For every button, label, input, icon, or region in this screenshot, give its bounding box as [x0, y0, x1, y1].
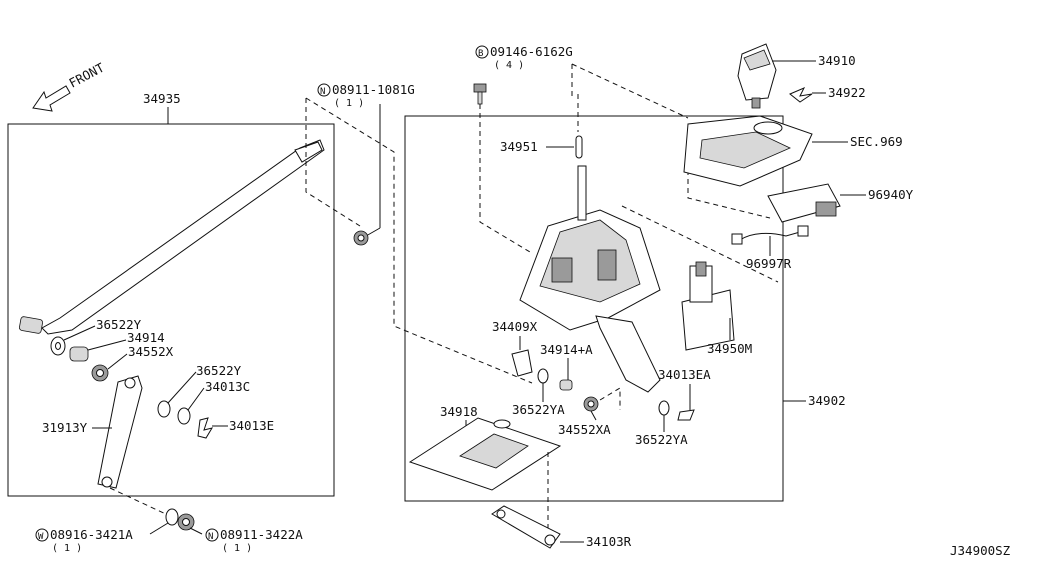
nut-08911-3422A	[177, 513, 195, 531]
marker-b1-letter: B	[478, 49, 483, 59]
bushing-34914	[69, 346, 89, 362]
bolt-09146-6162G	[473, 83, 487, 105]
washer-08916-3421A	[165, 508, 179, 526]
callout-08916-3421A: 08916-3421A	[50, 527, 133, 542]
nut-34552X	[91, 364, 109, 382]
marker-n2	[205, 528, 219, 542]
knob-34910	[737, 43, 777, 109]
cover-34918	[408, 417, 562, 491]
callout-08911-3422A: 08911-3422A	[220, 527, 303, 542]
callout-96997R: 96997R	[746, 256, 792, 271]
washer-34013C	[177, 407, 191, 425]
washer-36522YA-b	[658, 400, 670, 416]
callout-34914A: 34914+A	[540, 342, 593, 357]
diagram-code: J34900SZ	[950, 543, 1011, 558]
marker-n1-letter: N	[320, 87, 325, 97]
callout-34951: 34951	[500, 139, 538, 154]
shift-rod	[19, 139, 325, 335]
callout-sec969: SEC.969	[850, 134, 903, 149]
nut-08911-1081G	[353, 230, 369, 246]
nut-34552XA	[583, 396, 599, 412]
qty-08911-3422A: ( 1 )	[222, 543, 252, 554]
clip-34013E	[197, 417, 214, 439]
qty-08911-1081G: ( 1 )	[334, 98, 364, 109]
callout-34914: 34914	[127, 330, 165, 345]
callout-34552X: 34552X	[128, 344, 174, 359]
harness-96997R	[731, 225, 809, 245]
callout-08911-1081G: 08911-1081G	[332, 82, 415, 97]
callout-31913Y: 31913Y	[42, 420, 88, 435]
callout-34409X: 34409X	[492, 319, 538, 334]
console-panel-sec969	[683, 115, 813, 187]
pin-34951	[575, 135, 583, 159]
clip-34922	[789, 87, 813, 103]
washer-36522YA-a	[537, 368, 549, 384]
shift-arm	[595, 315, 661, 393]
lever-31913Y	[97, 375, 143, 489]
front-label: FRONT	[66, 60, 107, 91]
callout-34910: 34910	[818, 53, 856, 68]
bracket-34409X	[511, 349, 533, 377]
callout-34918: 34918	[440, 404, 478, 419]
callout-34935: 34935	[143, 91, 181, 106]
callout-36522YA-b: 36522YA	[635, 432, 688, 447]
qty-08916-3421A: ( 1 )	[52, 543, 82, 554]
callout-96940Y: 96940Y	[868, 187, 914, 202]
callout-34950M: 34950M	[707, 341, 752, 356]
link-34103R	[491, 505, 561, 549]
callout-36522Y-a: 36522Y	[96, 317, 142, 332]
main-assembly-box	[404, 115, 784, 502]
callout-34013EA: 34013EA	[658, 367, 711, 382]
callout-34552XA: 34552XA	[558, 422, 611, 437]
callout-36522Y-b: 36522Y	[196, 363, 242, 378]
callout-34902: 34902	[808, 393, 846, 408]
front-arrow-icon	[32, 85, 71, 112]
marker-n2-letter: N	[208, 532, 213, 542]
shifter-base-assembly	[519, 165, 661, 393]
qty-09146-6162G: ( 4 )	[494, 60, 524, 71]
bushing-34914A	[559, 379, 573, 391]
marker-w1	[35, 528, 49, 542]
callout-34922: 34922	[828, 85, 866, 100]
marker-w1-letter: W	[38, 532, 44, 542]
callout-34013E: 34013E	[229, 418, 274, 433]
clip-34013EA	[677, 409, 695, 421]
left-assembly-box	[7, 123, 335, 497]
marker-n1	[317, 83, 331, 97]
callout-34103R: 34103R	[586, 534, 632, 549]
marker-b1	[475, 45, 489, 59]
callout-36522YA-a: 36522YA	[512, 402, 565, 417]
solenoid-34950M	[681, 261, 735, 351]
callout-34013C: 34013C	[205, 379, 250, 394]
washer-36522Y-b	[157, 400, 171, 418]
callout-09146-6162G: 09146-6162G	[490, 44, 573, 59]
switch-96940Y	[767, 183, 841, 223]
